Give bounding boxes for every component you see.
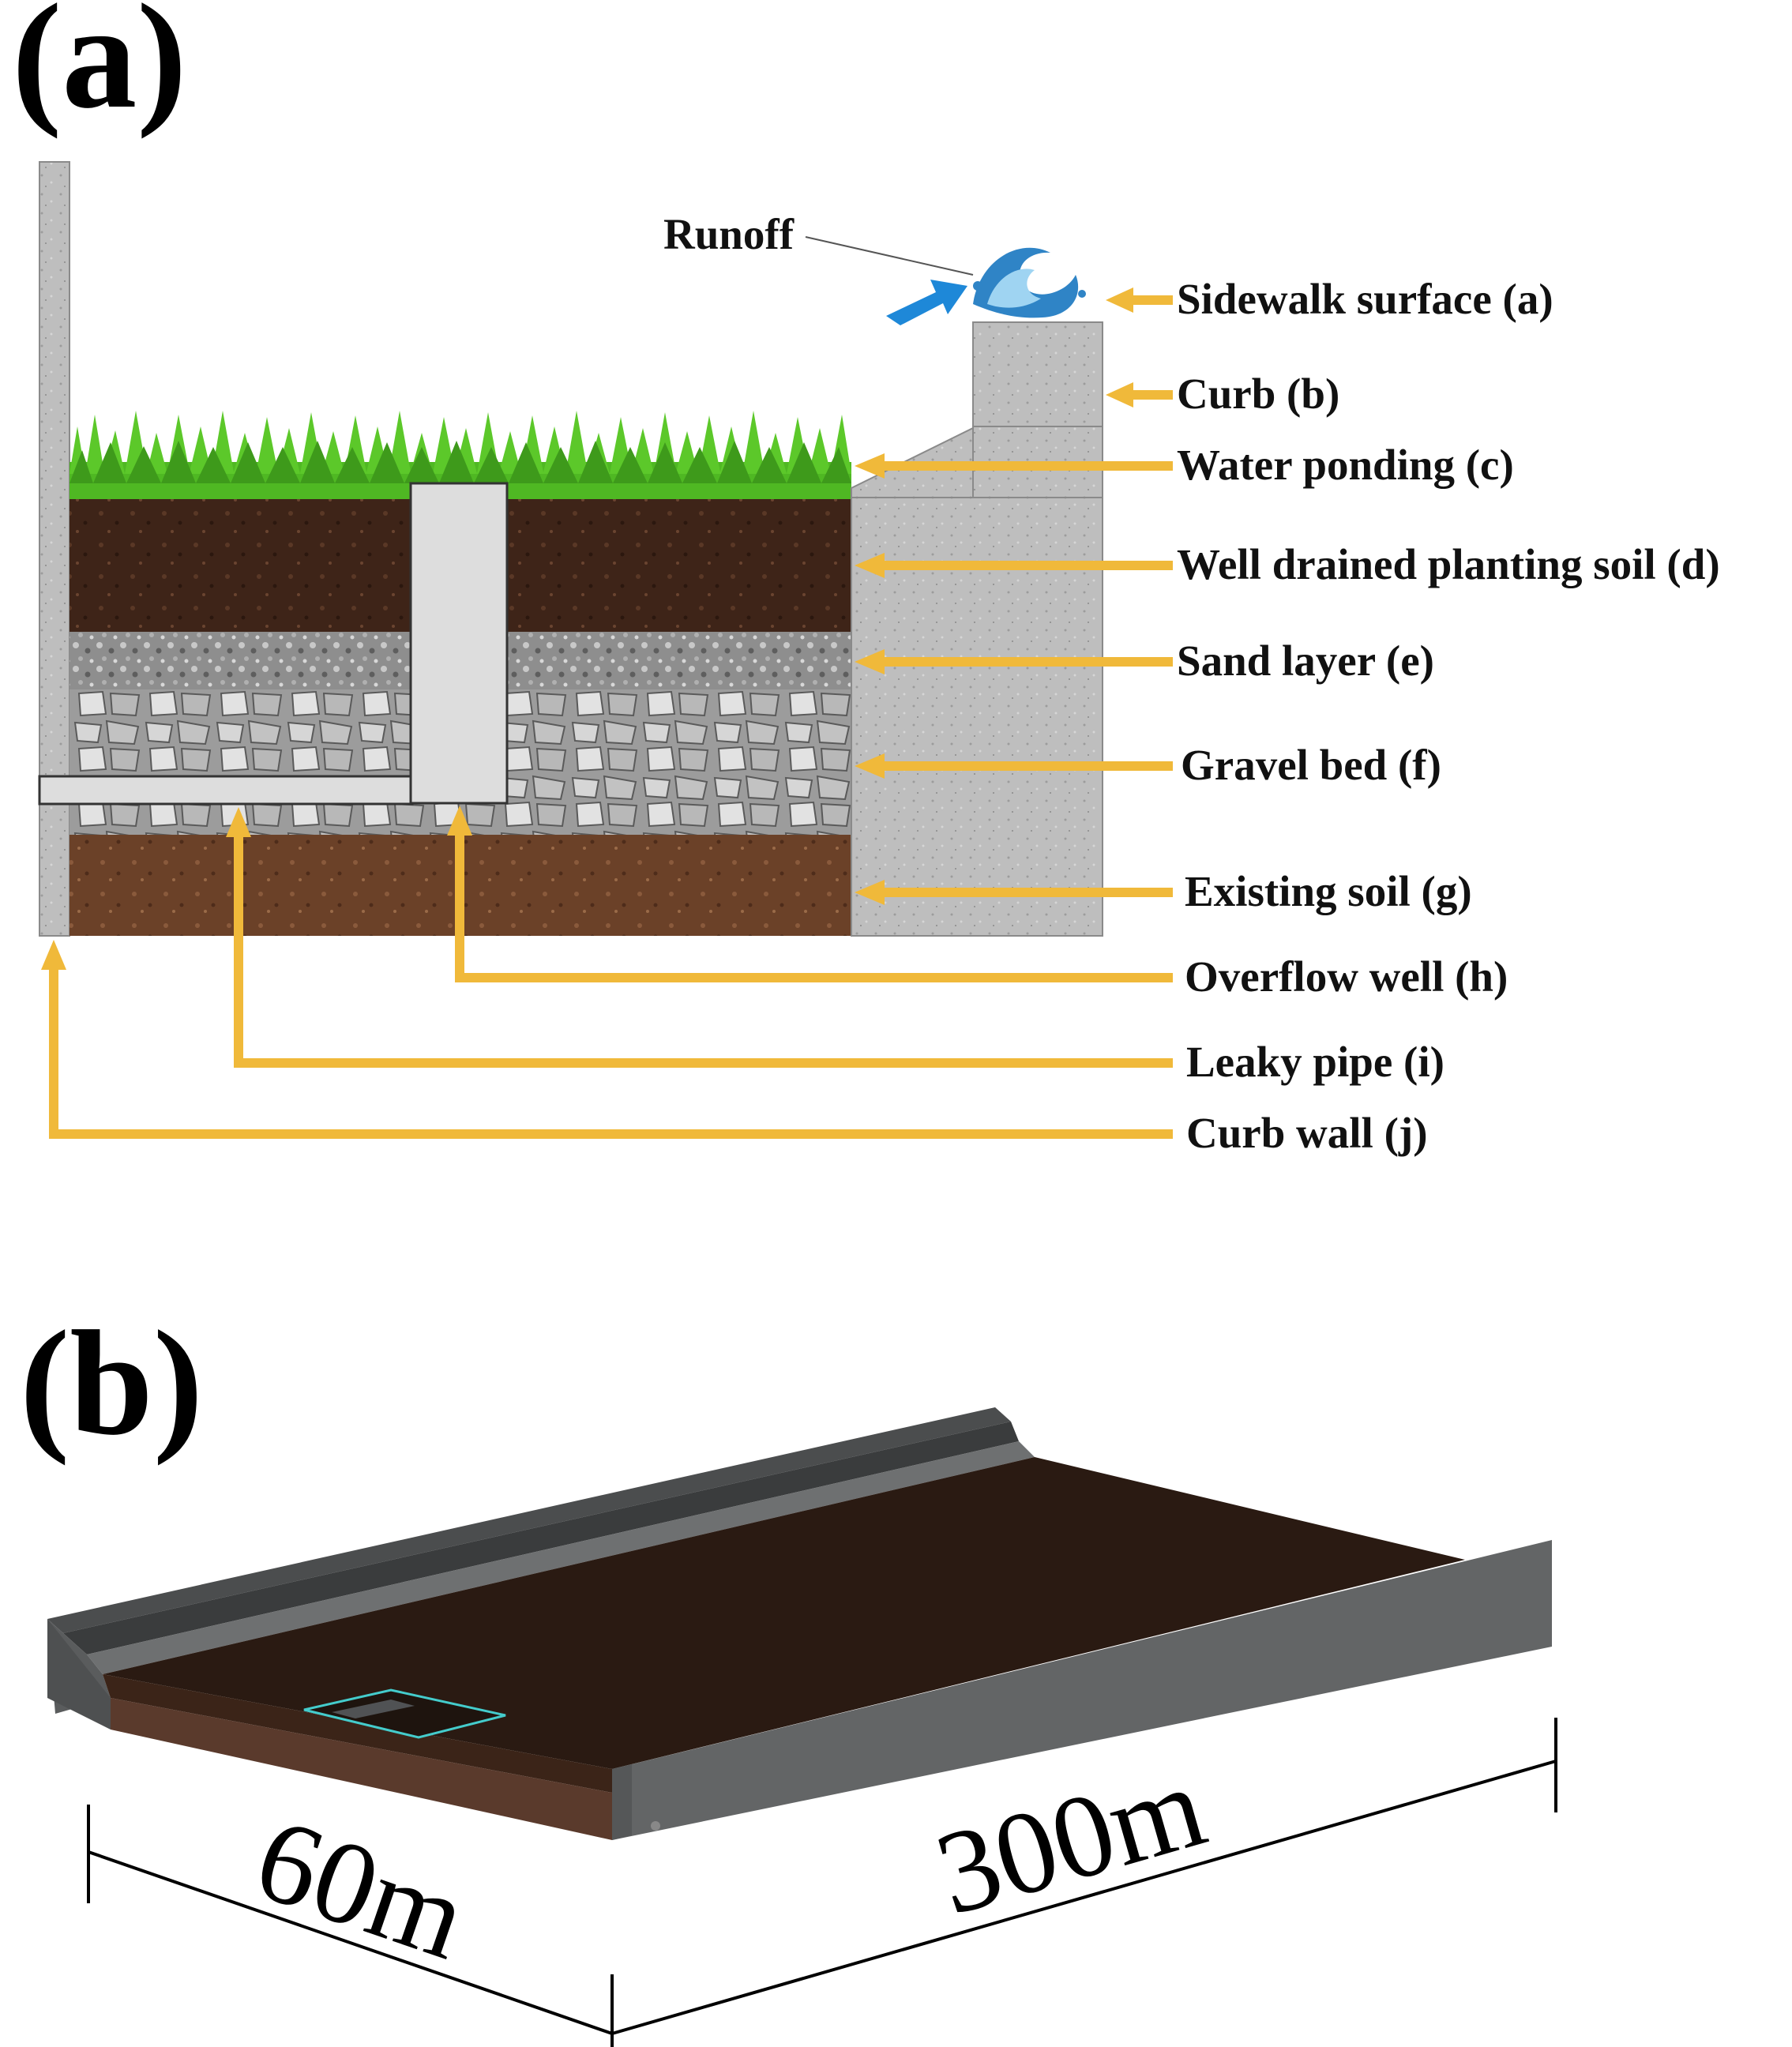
bioretention-model [47,1407,1552,1840]
overflow-well [409,482,509,805]
callout-curb: Curb (b) [1177,370,1339,418]
panel-b-label: (b) [20,1301,203,1467]
callout-leaky-pipe: Leaky pipe (i) [1186,1038,1444,1086]
panel-a-label: (a) [12,0,187,140]
arrow-sand-layer [855,649,1173,674]
callout-water-ponding: Water ponding (c) [1177,441,1514,489]
callout-gravel-bed: Gravel bed (f) [1181,741,1441,789]
dimension-length-label: 300m [922,1740,1218,1940]
dimension-width-label: 60m [240,1792,482,1985]
panel-b: (b) [20,1301,1557,2047]
callout-planting-soil: Well drained planting soil (d) [1177,540,1720,588]
runoff-arrow [886,280,967,325]
callout-sidewalk-surface: Sidewalk surface (a) [1177,275,1553,323]
arrow-curb [1106,382,1173,408]
overflow-well-outline [303,1688,506,1739]
callout-overflow-well: Overflow well (h) [1185,952,1508,1001]
callout-sand-layer: Sand layer (e) [1177,637,1434,685]
callout-curb-wall: Curb wall (j) [1186,1109,1428,1157]
callout-arrows [41,287,1173,1139]
arrow-planting-soil [855,553,1173,578]
arrow-gravel-bed [855,753,1173,779]
panel-a: (a) [12,0,1720,1157]
runoff-wave-icon [973,247,1086,318]
curb [851,321,1103,937]
arrow-curb-wall [41,940,1173,1139]
runoff-leader-line [805,236,974,276]
leaky-pipe [38,775,414,806]
curb-wall [39,161,70,937]
dimension-lines [87,1718,1557,2047]
runoff-label: Runoff [663,210,795,258]
arrow-existing-soil [855,880,1173,905]
callout-existing-soil: Existing soil (g) [1185,867,1472,915]
arrow-sidewalk-surface [1106,287,1173,313]
arrow-water-ponding [855,453,1173,479]
